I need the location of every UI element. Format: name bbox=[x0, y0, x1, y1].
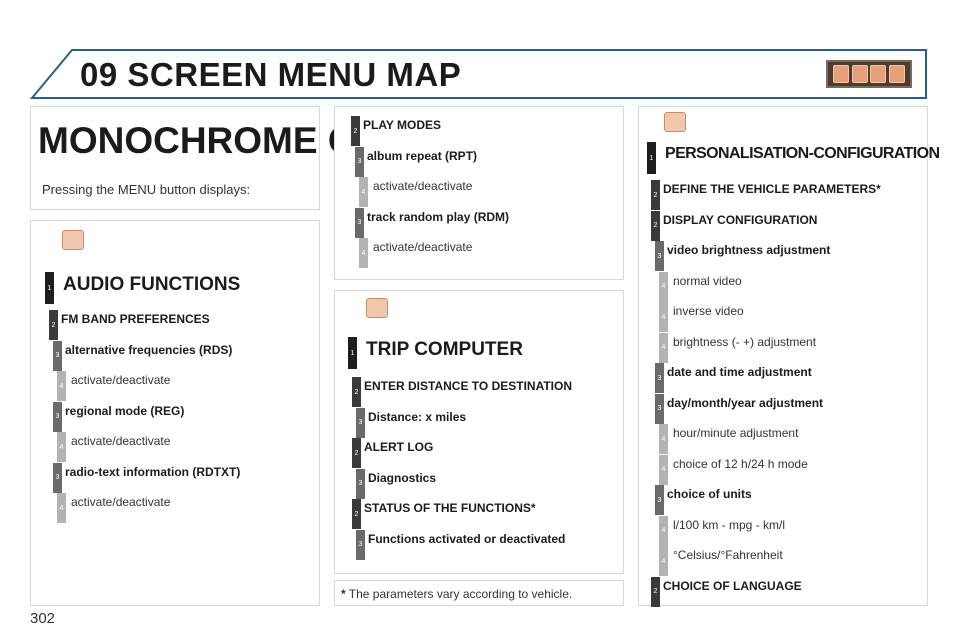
level-4-marker: 4 bbox=[659, 302, 668, 332]
level-3-marker: 3 bbox=[356, 468, 365, 499]
level-4-marker: 4 bbox=[659, 332, 668, 363]
level-2-marker: 2 bbox=[352, 499, 361, 529]
level-2-marker: 2 bbox=[351, 116, 360, 146]
level-1-marker: 1 bbox=[348, 337, 357, 369]
menu-item-level-2: DEFINE THE VEHICLE PARAMETERS* bbox=[663, 182, 881, 196]
header-icon-strip bbox=[826, 60, 912, 88]
menu-item-level-2: FM BAND PREFERENCES bbox=[61, 312, 210, 326]
level-3-marker: 3 bbox=[655, 363, 664, 393]
menu-item-level-4: choice of 12 h/24 h mode bbox=[673, 456, 808, 471]
page-number: 302 bbox=[30, 610, 56, 627]
section-title: PERSONALISATION-CONFIGURATION bbox=[665, 145, 940, 162]
trip-computer-icon bbox=[851, 65, 868, 83]
fuel-icon bbox=[888, 65, 905, 83]
menu-item-level-4: l/100 km - mpg - km/l bbox=[673, 517, 786, 532]
level-2-marker: 2 bbox=[352, 377, 361, 407]
menu-item-level-3: alternative frequencies (RDS) bbox=[65, 342, 233, 357]
menu-item-level-4: activate/deactivate bbox=[373, 240, 473, 254]
menu-item-level-4: brightness (- +) adjustment bbox=[673, 334, 817, 349]
chapter-number: 09 bbox=[80, 56, 118, 93]
menu-item-level-3: regional mode (REG) bbox=[65, 403, 185, 418]
level-4-marker: 4 bbox=[57, 493, 66, 523]
level-2-marker: 2 bbox=[49, 310, 58, 340]
level-3-marker: 3 bbox=[655, 241, 664, 271]
menu-item-level-3: Functions activated or deactivated bbox=[368, 531, 566, 546]
menu-item-level-3: video brightness adjustment bbox=[667, 243, 831, 257]
level-3-marker: 3 bbox=[53, 401, 62, 432]
page-title: 09 SCREEN MENU MAP bbox=[80, 56, 461, 94]
menu-item-level-4: inverse video bbox=[673, 304, 744, 318]
menu-item-level-4: normal video bbox=[673, 273, 742, 288]
menu-item-level-3: choice of units bbox=[667, 487, 752, 501]
intro-title: MONOCHROME C bbox=[38, 120, 355, 161]
footnote-panel bbox=[334, 580, 624, 606]
footnote-star: * bbox=[341, 587, 346, 601]
menu-item-level-4: hour/minute adjustment bbox=[673, 426, 799, 440]
level-2-marker: 2 bbox=[651, 180, 660, 210]
level-4-marker: 4 bbox=[57, 371, 66, 401]
level-4-marker: 4 bbox=[359, 177, 368, 207]
level-3-marker: 3 bbox=[355, 207, 364, 238]
level-3-marker: 3 bbox=[356, 529, 365, 560]
level-4-marker: 4 bbox=[57, 432, 66, 462]
level-3-marker: 3 bbox=[655, 393, 664, 424]
section-title: TRIP COMPUTER bbox=[366, 339, 523, 360]
audio-feature-icon bbox=[62, 230, 84, 250]
level-3-marker: 3 bbox=[53, 340, 62, 371]
menu-item-level-3: date and time adjustment bbox=[667, 365, 812, 379]
header-banner bbox=[29, 49, 927, 99]
menu-item-level-2: ENTER DISTANCE TO DESTINATION bbox=[364, 379, 573, 393]
menu-item-level-2: DISPLAY CONFIGURATION bbox=[663, 212, 818, 227]
menu-item-level-3: radio-text information (RDTXT) bbox=[65, 464, 241, 479]
settings-icon bbox=[870, 65, 887, 83]
footnote: * The parameters vary according to vehic… bbox=[341, 587, 572, 601]
menu-item-level-4: activate/deactivate bbox=[71, 373, 171, 387]
level-3-marker: 3 bbox=[53, 462, 62, 493]
level-2-marker: 2 bbox=[651, 576, 660, 607]
configuration-feature-icon bbox=[664, 112, 686, 132]
menu-item-level-3: Distance: x miles bbox=[368, 409, 467, 424]
level-2-marker: 2 bbox=[352, 438, 361, 468]
level-4-marker: 4 bbox=[659, 546, 668, 576]
menu-item-level-4: activate/deactivate bbox=[71, 434, 171, 448]
intro-panel bbox=[30, 106, 320, 210]
configuration-panel bbox=[638, 106, 928, 606]
chapter-title: SCREEN MENU MAP bbox=[127, 56, 462, 93]
menu-item-level-2: ALERT LOG bbox=[364, 440, 434, 454]
level-3-marker: 3 bbox=[356, 407, 365, 438]
level-1-marker: 1 bbox=[647, 142, 656, 174]
section-title: AUDIO FUNCTIONS bbox=[63, 274, 241, 295]
audio-icon bbox=[833, 65, 850, 83]
play-modes-panel bbox=[334, 106, 624, 280]
menu-item-level-3: day/month/year adjustment bbox=[667, 395, 824, 410]
audio-panel bbox=[30, 220, 320, 606]
menu-item-level-3: track random play (RDM) bbox=[367, 209, 510, 224]
menu-item-level-4: activate/deactivate bbox=[71, 495, 171, 509]
footnote-text: The parameters vary according to vehicle… bbox=[348, 587, 573, 601]
level-4-marker: 4 bbox=[659, 515, 668, 546]
level-1-marker: 1 bbox=[45, 272, 54, 304]
menu-item-level-2: CHOICE OF LANGUAGE bbox=[663, 578, 802, 593]
level-4-marker: 4 bbox=[659, 454, 668, 485]
menu-item-level-3: album repeat (RPT) bbox=[367, 148, 478, 163]
menu-item-level-3: Diagnostics bbox=[368, 470, 437, 485]
level-4-marker: 4 bbox=[359, 238, 368, 268]
level-4-marker: 4 bbox=[659, 271, 668, 302]
trip-computer-feature-icon bbox=[366, 298, 388, 318]
level-4-marker: 4 bbox=[659, 424, 668, 454]
menu-item-level-4: activate/deactivate bbox=[373, 179, 473, 193]
level-2-marker: 2 bbox=[651, 210, 660, 241]
level-3-marker: 3 bbox=[355, 146, 364, 177]
menu-item-level-4: °Celsius/°Fahrenheit bbox=[673, 548, 783, 562]
menu-item-level-2: STATUS OF THE FUNCTIONS* bbox=[364, 501, 536, 515]
menu-item-level-2: PLAY MODES bbox=[363, 118, 442, 132]
level-3-marker: 3 bbox=[655, 485, 664, 515]
trip-computer-panel bbox=[334, 290, 624, 574]
intro-text: Pressing the MENU button displays: bbox=[42, 182, 251, 197]
